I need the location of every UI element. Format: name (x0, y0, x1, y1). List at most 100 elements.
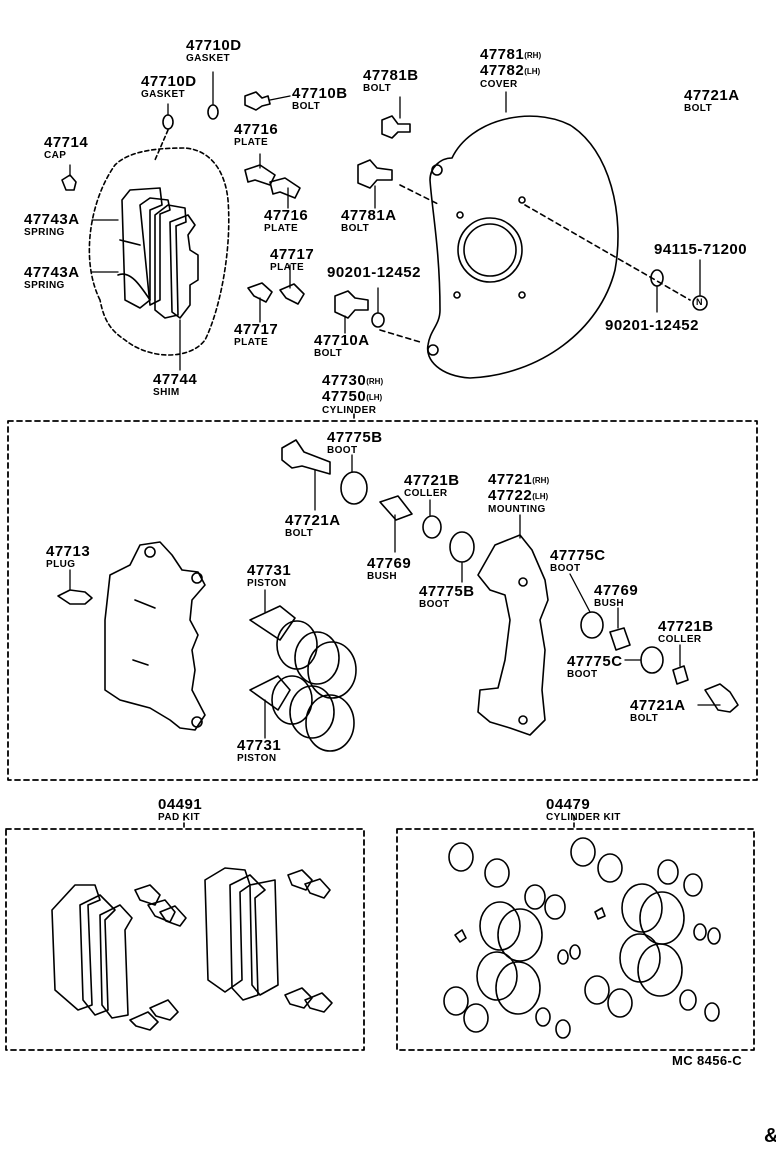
plate-clips-upper (244, 164, 301, 199)
label-cylinder-kit: 04479 CYLINDER KIT (546, 797, 621, 823)
label-bush-b: 47769 BUSH (594, 583, 638, 609)
label-washer-a: 90201-12452 (327, 265, 421, 280)
part-number: 90201-12452 (605, 317, 699, 334)
label-plate-d: 47717 PLATE (234, 322, 278, 348)
bolt-47781a-part (357, 159, 393, 189)
label-coller-47721b-top: 47721B COLLER (404, 473, 460, 499)
part-name: COVER (480, 79, 518, 90)
dust-cover-part (426, 115, 619, 379)
plug-part (57, 589, 93, 605)
label-bolt-94115: 94115-71200 (654, 242, 747, 257)
part-number: 04491 (158, 796, 203, 813)
cylinder-kit-contents (443, 837, 721, 1039)
rh-suffix: (RH) (532, 476, 550, 485)
part-name: PISTON (237, 753, 277, 764)
part-number: 47731 (237, 737, 282, 754)
part-number-rh: 47721 (488, 471, 533, 488)
label-plug: 47713 PLUG (46, 544, 90, 570)
part-number: 47716 (264, 207, 309, 224)
bolt-47710a-part (334, 290, 385, 328)
lh-suffix: (LH) (532, 492, 549, 501)
cylinder-kit-box (396, 828, 755, 1051)
label-bolt-47710a: 47710A BOLT (314, 333, 370, 359)
diagram-reference-code: MC 8456-C (672, 1053, 743, 1068)
part-name: GASKET (186, 53, 231, 64)
label-plate-c: 47717 PLATE (270, 247, 314, 273)
part-name: CYLINDER KIT (546, 812, 621, 823)
pistons-part (249, 605, 357, 752)
part-number: 47769 (367, 555, 412, 572)
part-number: 47710A (314, 332, 370, 349)
part-number: 47775B (419, 583, 475, 600)
part-name: SPRING (24, 280, 65, 291)
nut-marker: N (696, 297, 703, 307)
label-bush-a: 47769 BUSH (367, 556, 411, 582)
label-boot-47775b-mid: 47775B BOOT (419, 584, 475, 610)
label-cap: 47714 CAP (44, 135, 88, 161)
cylinder-assembly-box (7, 420, 758, 781)
part-number: 90201-12452 (327, 264, 421, 281)
bolt-47781b-part (381, 115, 411, 139)
label-cylinder: 47730(RH) 47750(LH) CYLINDER (322, 373, 383, 416)
part-number: 47717 (270, 246, 315, 263)
part-number-lh: 47782 (480, 62, 525, 79)
mounting-bracket-part (477, 534, 549, 736)
part-name: SPRING (24, 227, 65, 238)
part-number: 04479 (546, 796, 591, 813)
part-number: 94115-71200 (654, 241, 748, 258)
part-number-lh: 47722 (488, 487, 533, 504)
part-number: 47710D (186, 37, 242, 54)
cover-bolt-dashes (379, 184, 691, 343)
label-plate-b: 47716 PLATE (264, 208, 308, 234)
part-number: 47731 (247, 562, 292, 579)
right-boots-bush-coller-part (580, 611, 739, 713)
label-spring-a: 47743A SPRING (24, 212, 80, 238)
part-number: 47721A (630, 697, 686, 714)
pad-kit-box (5, 828, 365, 1051)
corner-glyph: & (764, 1126, 776, 1146)
label-bolt-47721a-top: 47721A BOLT (684, 88, 740, 114)
part-number: 47721A (285, 512, 341, 529)
leader-lines (69, 71, 721, 739)
part-name: COLLER (404, 488, 448, 499)
part-number: 47781A (341, 207, 397, 224)
part-name: BOLT (630, 713, 659, 724)
label-pad-kit: 04491 PAD KIT (158, 797, 202, 823)
label-boot-47775c-a: 47775C BOOT (550, 548, 606, 574)
part-name: PAD KIT (158, 812, 201, 823)
label-bolt-47721a-mid: 47721A BOLT (285, 513, 341, 539)
part-name: BOLT (285, 528, 314, 539)
part-number: 47716 (234, 121, 279, 138)
part-name: CYLINDER (322, 405, 377, 416)
part-name: GASKET (141, 89, 186, 100)
part-name: BOOT (327, 445, 358, 456)
label-mounting: 47721(RH) 47722(LH) MOUNTING (488, 472, 549, 515)
part-number: 47769 (594, 582, 639, 599)
part-number-rh: 47781 (480, 46, 525, 63)
pad-kit-contents (51, 867, 333, 1031)
label-bolt-47721a-right: 47721A BOLT (630, 698, 686, 724)
label-cover: 47781(RH) 47782(LH) COVER (480, 47, 541, 90)
label-plate-a: 47716 PLATE (234, 122, 278, 148)
label-shim: 47744 SHIM (153, 372, 197, 398)
pad-assembly (88, 147, 230, 356)
part-number: 47743A (24, 264, 80, 281)
part-number: 47714 (44, 134, 89, 151)
label-bolt-47781b: 47781B BOLT (363, 68, 419, 94)
part-number: 47721A (684, 87, 740, 104)
part-name: BOLT (363, 83, 392, 94)
part-name: BOOT (550, 563, 581, 574)
part-name: BOLT (314, 348, 343, 359)
part-number: 47717 (234, 321, 279, 338)
part-name: BUSH (367, 571, 397, 582)
part-name: PLATE (264, 223, 299, 234)
part-name: SHIM (153, 387, 180, 398)
part-name: BUSH (594, 598, 624, 609)
part-name: BOLT (341, 223, 370, 234)
bolt-47710b-part (244, 91, 271, 111)
part-name: PISTON (247, 578, 287, 589)
part-name: PLUG (46, 559, 76, 570)
part-name: MOUNTING (488, 504, 546, 515)
lh-suffix: (LH) (366, 393, 383, 402)
